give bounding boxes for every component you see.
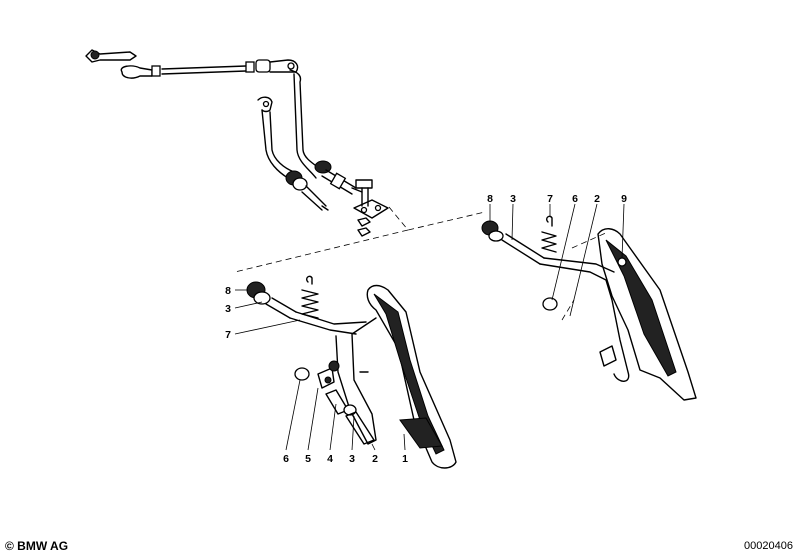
callout-label: 7 bbox=[225, 329, 231, 341]
callout-label: 4 bbox=[327, 453, 333, 465]
callouts-lower-left: 8 3 7 6 5 4 3 2 1 bbox=[225, 285, 408, 465]
callout-label: 6 bbox=[283, 453, 289, 465]
callout-label: 2 bbox=[594, 193, 600, 205]
callout-label: 9 bbox=[621, 193, 627, 205]
connector-line-lower bbox=[234, 229, 409, 273]
pedal-assembly-right bbox=[481, 215, 697, 401]
callout-label: 5 bbox=[305, 453, 311, 465]
copyright-notice: © BMW AG bbox=[5, 539, 69, 553]
callout-label: 3 bbox=[510, 193, 516, 205]
callout-label: 3 bbox=[225, 303, 231, 315]
callout-label: 6 bbox=[572, 193, 578, 205]
callouts-upper-right: 8 3 7 6 2 9 bbox=[487, 193, 627, 205]
top-linkage-rod-assembly bbox=[85, 49, 389, 237]
callout-label: 3 bbox=[349, 453, 355, 465]
callout-label: 7 bbox=[547, 193, 553, 205]
connector-line-upper bbox=[388, 206, 486, 231]
leader-lines bbox=[234, 203, 625, 451]
callout-label: 2 bbox=[372, 453, 378, 465]
callout-label: 8 bbox=[487, 193, 493, 205]
pedal-assembly-left bbox=[246, 275, 457, 469]
diagram-number: 00020406 bbox=[744, 540, 793, 552]
callout-label: 1 bbox=[402, 453, 408, 465]
callout-label: 8 bbox=[225, 285, 231, 297]
